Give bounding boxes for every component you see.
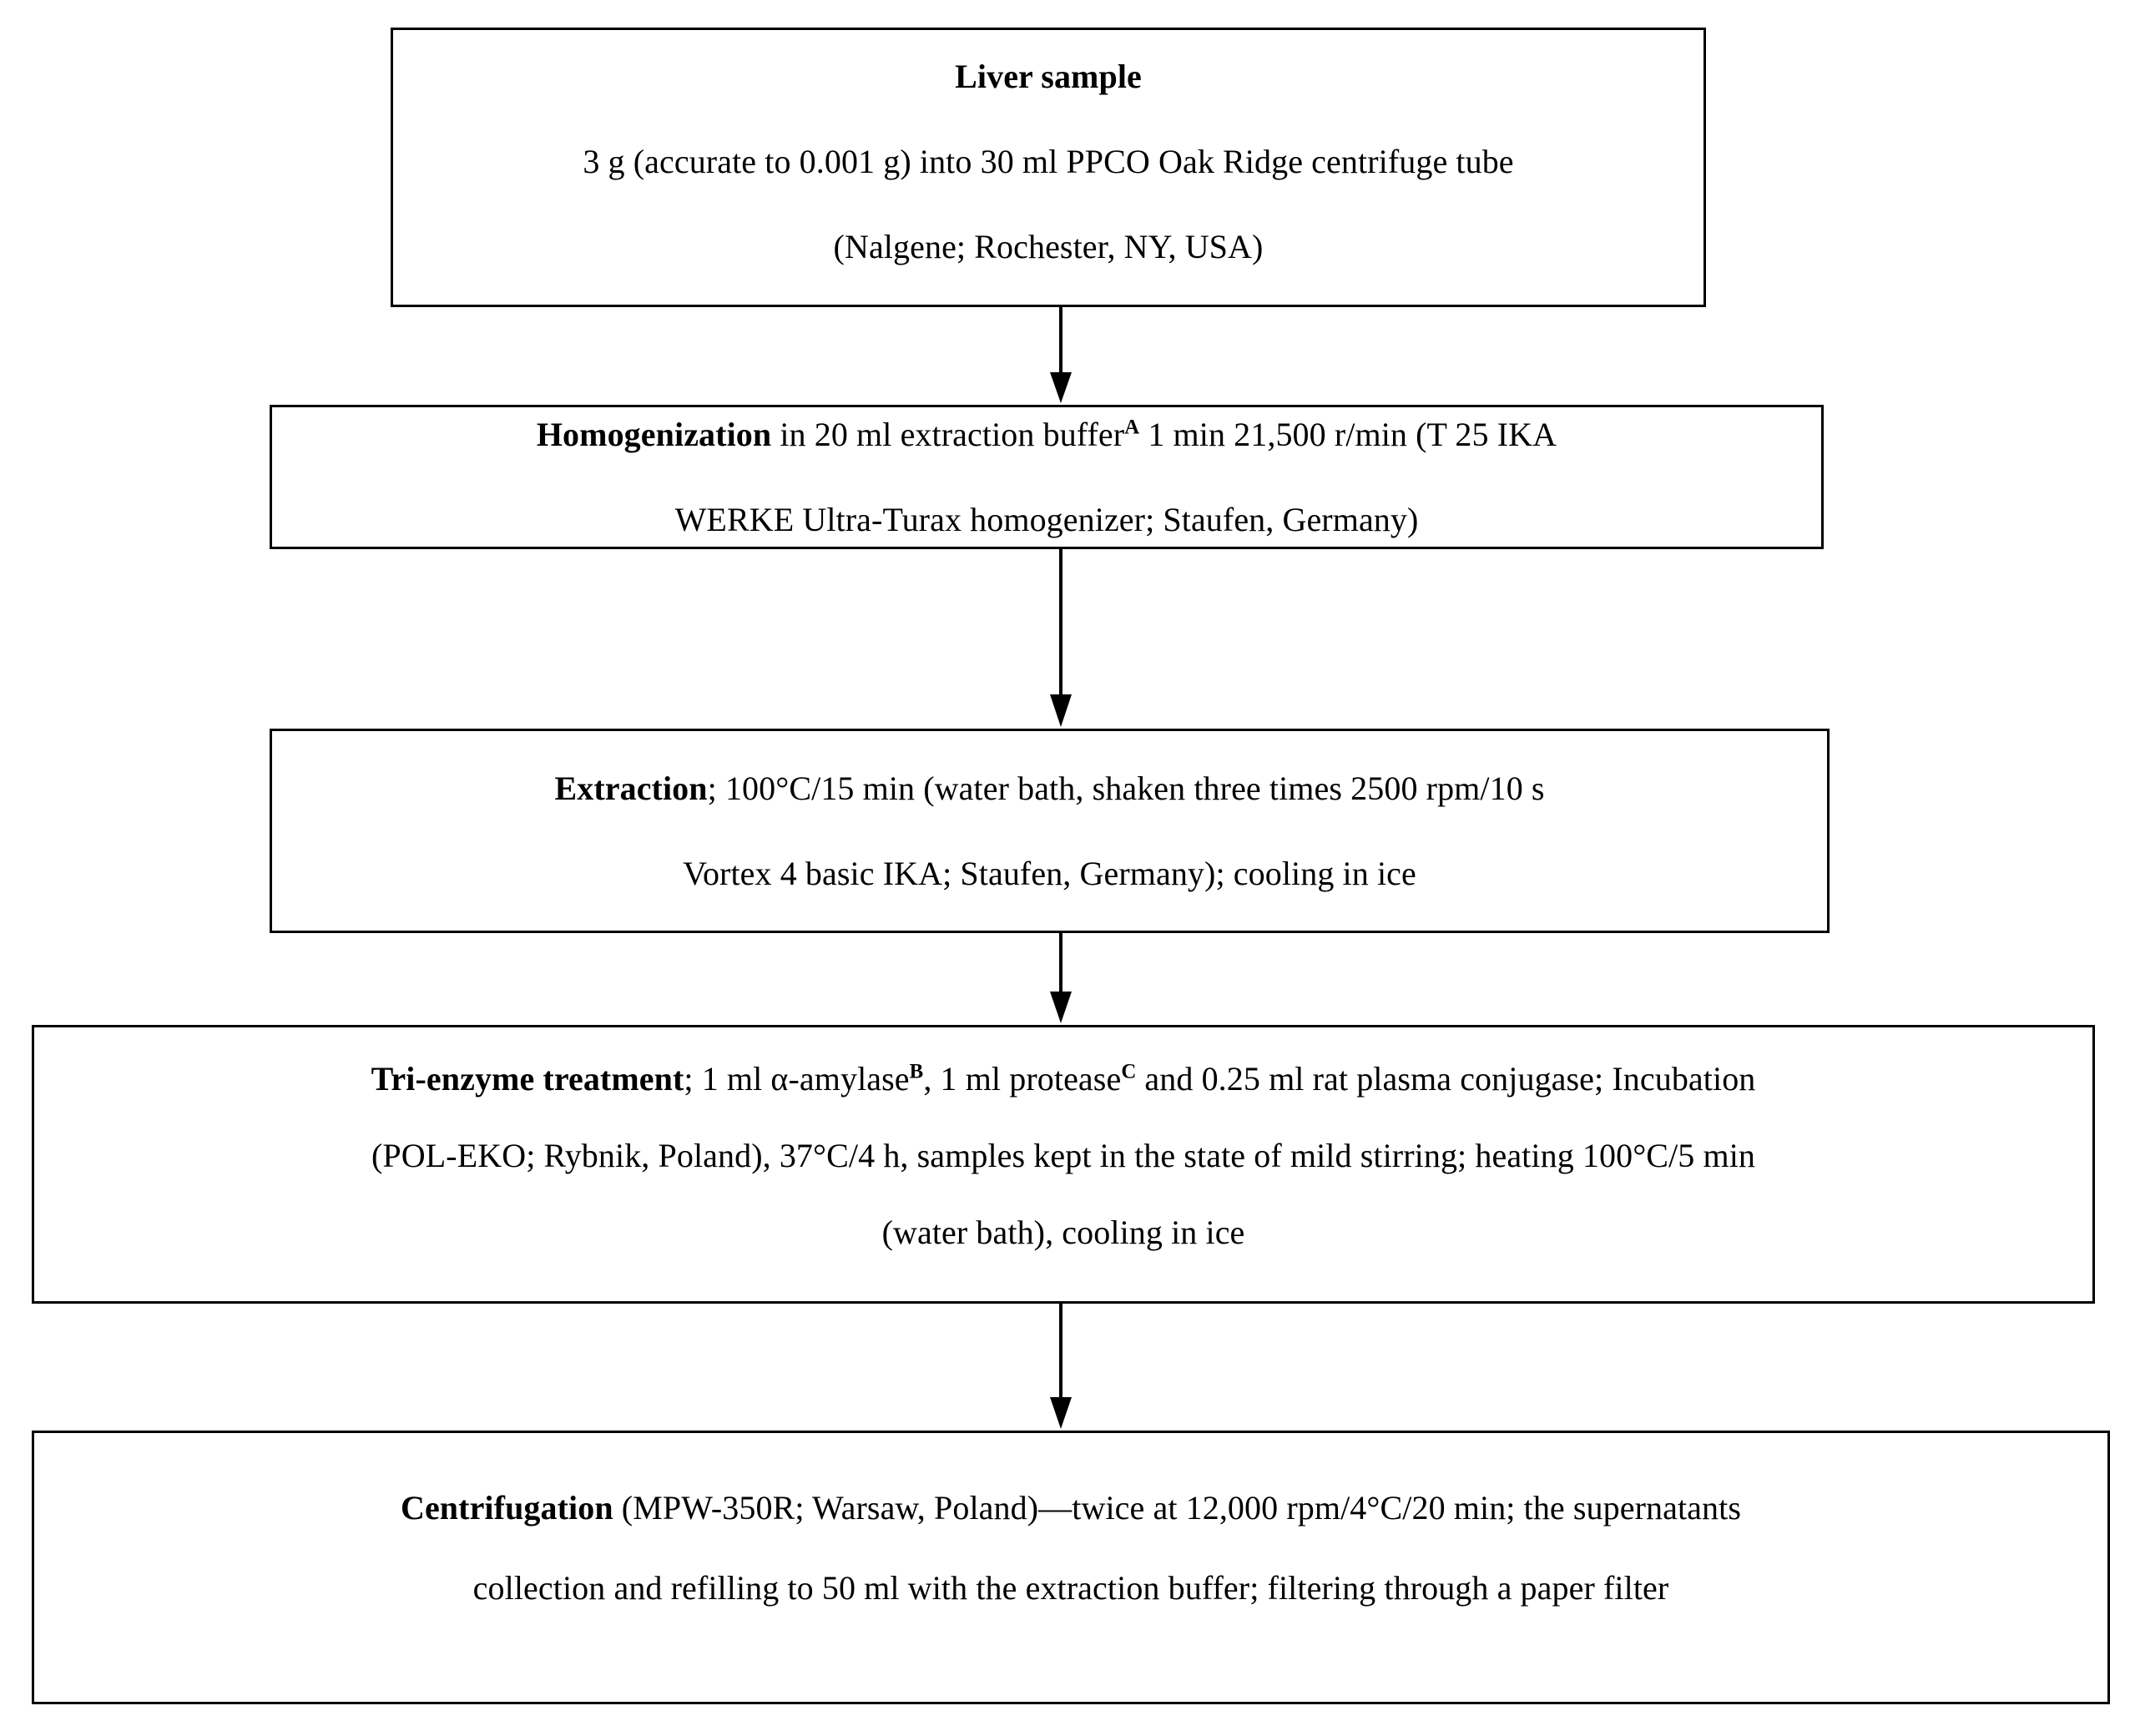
arrow-down-icon <box>1047 549 1075 729</box>
node-tri-enzyme-line-3: (water bath), cooling in ice <box>881 1214 1245 1251</box>
node-homogenization-text-b: 1 min 21,500 r/min (T 25 IKA <box>1139 415 1557 453</box>
node-extraction-line-2: Vortex 4 basic IKA; Staufen, Germany); c… <box>683 854 1416 892</box>
node-liver-sample-detail-2: (Nalgene; Rochester, NY, USA) <box>833 228 1264 265</box>
node-tri-enzyme-text-b: , 1 ml protease <box>923 1060 1122 1098</box>
node-centrifugation-lead: Centrifugation <box>400 1489 613 1527</box>
node-tri-enzyme-text-a: ; 1 ml α-amylase <box>684 1060 910 1098</box>
node-extraction-line-1: Extraction; 100°C/15 min (water bath, sh… <box>294 769 1805 807</box>
arrow-down-icon <box>1047 307 1075 405</box>
flowchart-node-tri-enzyme-treatment: Tri-enzyme treatment; 1 ml α-amylaseB, 1… <box>32 1025 2095 1304</box>
node-tri-enzyme-line-2: (POL-EKO; Rybnik, Poland), 37°C/4 h, sam… <box>371 1137 1756 1174</box>
node-homogenization-text-a: in 20 ml extraction buffer <box>771 415 1125 453</box>
node-homogenization-lead: Homogenization <box>536 415 772 453</box>
node-homogenization-line-2: WERKE Ultra-Turax homogenizer; Staufen, … <box>674 500 1419 538</box>
node-extraction-text-1: ; 100°C/15 min (water bath, shaken three… <box>707 769 1545 807</box>
node-tri-enzyme-lead: Tri-enzyme treatment <box>371 1060 684 1098</box>
node-centrifugation-line-2: collection and refilling to 50 ml with t… <box>472 1569 1669 1607</box>
node-centrifugation-line-1: Centrifugation (MPW-350R; Warsaw, Poland… <box>56 1491 2086 1525</box>
arrow-down-icon <box>1047 933 1075 1025</box>
node-tri-enzyme-text-c: and 0.25 ml rat plasma conjugase; Incuba… <box>1136 1060 1756 1098</box>
footnote-marker-b: B <box>909 1060 924 1083</box>
node-centrifugation-text-1: (MPW-350R; Warsaw, Poland)—twice at 12,0… <box>613 1489 1742 1527</box>
footnote-marker-a: A <box>1124 416 1140 439</box>
flowchart-node-liver-sample: Liver sample 3 g (accurate to 0.001 g) i… <box>391 28 1706 307</box>
flowchart-node-centrifugation: Centrifugation (MPW-350R; Warsaw, Poland… <box>32 1431 2110 1704</box>
flowchart-node-homogenization: Homogenization in 20 ml extraction buffe… <box>270 405 1824 549</box>
node-extraction-lead: Extraction <box>554 769 708 807</box>
arrow-down-icon <box>1047 1304 1075 1431</box>
node-liver-sample-title: Liver sample <box>955 58 1142 95</box>
footnote-marker-c: C <box>1121 1060 1137 1083</box>
node-tri-enzyme-line-1: Tri-enzyme treatment; 1 ml α-amylaseB, 1… <box>71 1062 2056 1096</box>
node-homogenization-line-1: Homogenization in 20 ml extraction buffe… <box>294 415 1799 453</box>
node-liver-sample-detail-1: 3 g (accurate to 0.001 g) into 30 ml PPC… <box>583 143 1514 180</box>
flowchart-node-extraction: Extraction; 100°C/15 min (water bath, sh… <box>270 729 1830 933</box>
